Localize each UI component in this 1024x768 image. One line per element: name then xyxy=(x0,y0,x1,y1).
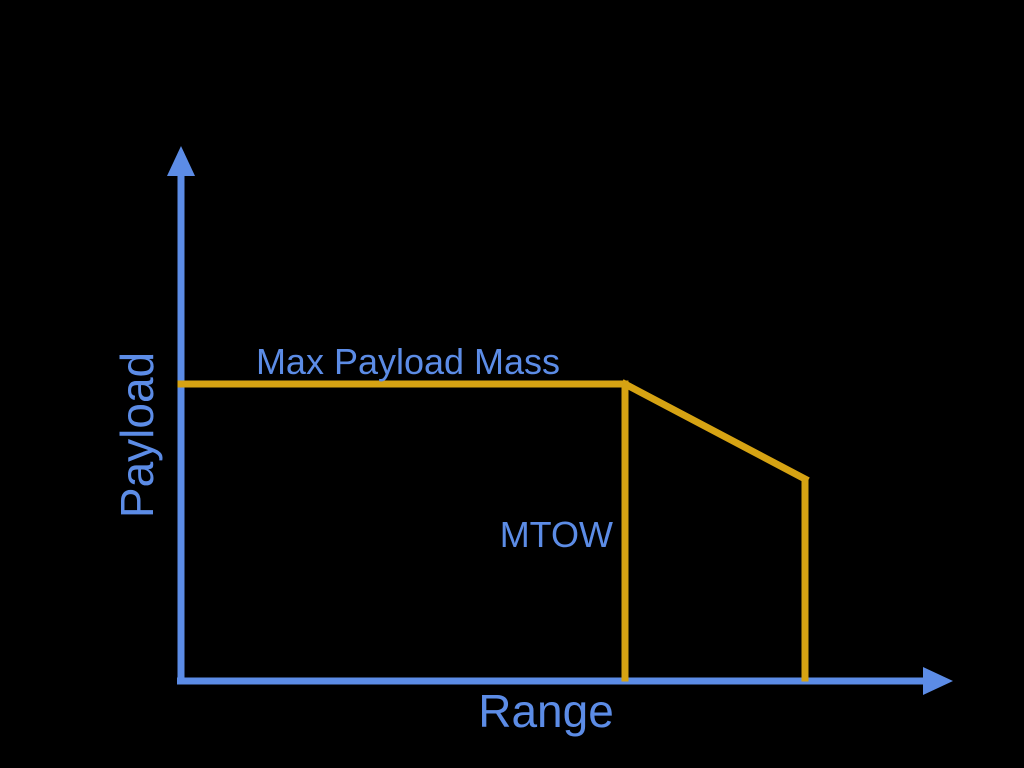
payload-range-envelope xyxy=(177,379,810,682)
y-axis-label: Payload xyxy=(111,352,163,518)
max-payload-annotation: Max Payload Mass xyxy=(256,341,560,382)
x-axis-arrowhead-icon xyxy=(923,667,953,695)
y-axis-arrowhead-icon xyxy=(167,146,195,176)
x-axis-label: Range xyxy=(478,685,614,737)
axes xyxy=(167,146,953,695)
mtow-annotation: MTOW xyxy=(500,514,613,555)
mtow-limited-diagonal-line xyxy=(620,379,810,484)
